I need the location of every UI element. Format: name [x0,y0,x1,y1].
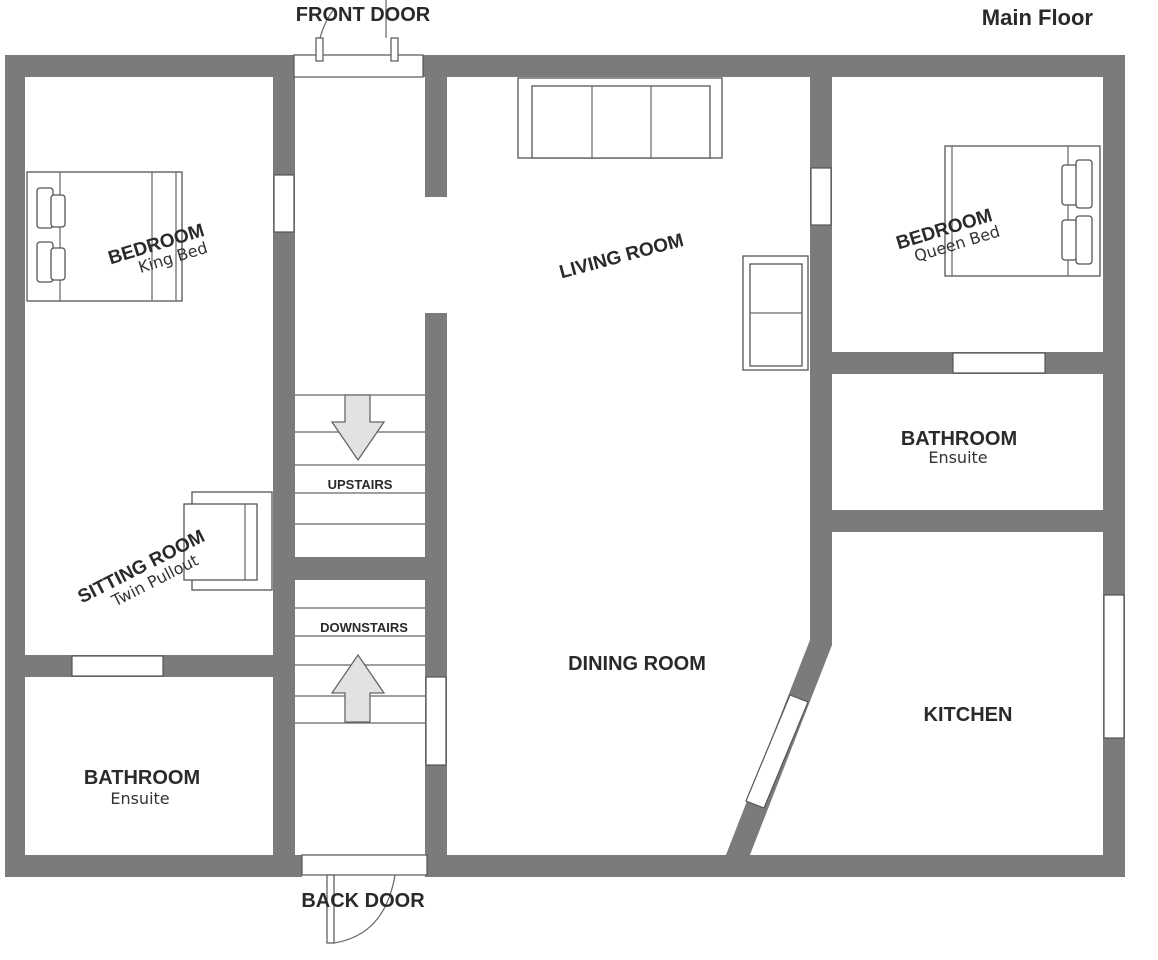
floor-title: Main Floor [982,5,1094,30]
back-door[interactable] [301,854,428,944]
queen-bed [944,145,1101,277]
upstairs-label: UPSTAIRS [328,477,393,492]
downstairs-label: DOWNSTAIRS [320,620,408,635]
bathroom-left-label: BATHROOM [84,767,200,789]
dining-room-label: DINING ROOM [568,653,706,675]
bathroom-right-label: BATHROOM [901,428,1017,450]
downstairs-steps [295,607,425,724]
kitchen-label: KITCHEN [924,704,1013,726]
windows [71,167,1125,809]
sofa [517,77,723,159]
living-room-label: LIVING ROOM [557,230,686,283]
pullout-chair [183,491,273,591]
down-arrow-icon [330,394,386,462]
bathroom-left-note: Ensuite [110,789,169,808]
upstairs-steps [295,394,425,525]
front-door[interactable] [293,0,424,78]
up-arrow-icon [330,653,386,723]
king-bed [26,171,183,302]
armchair-living [742,255,809,371]
back-door-label: BACK DOOR [301,890,425,912]
front-door-label: FRONT DOOR [296,4,431,26]
bathroom-right-note: Ensuite [928,448,987,467]
